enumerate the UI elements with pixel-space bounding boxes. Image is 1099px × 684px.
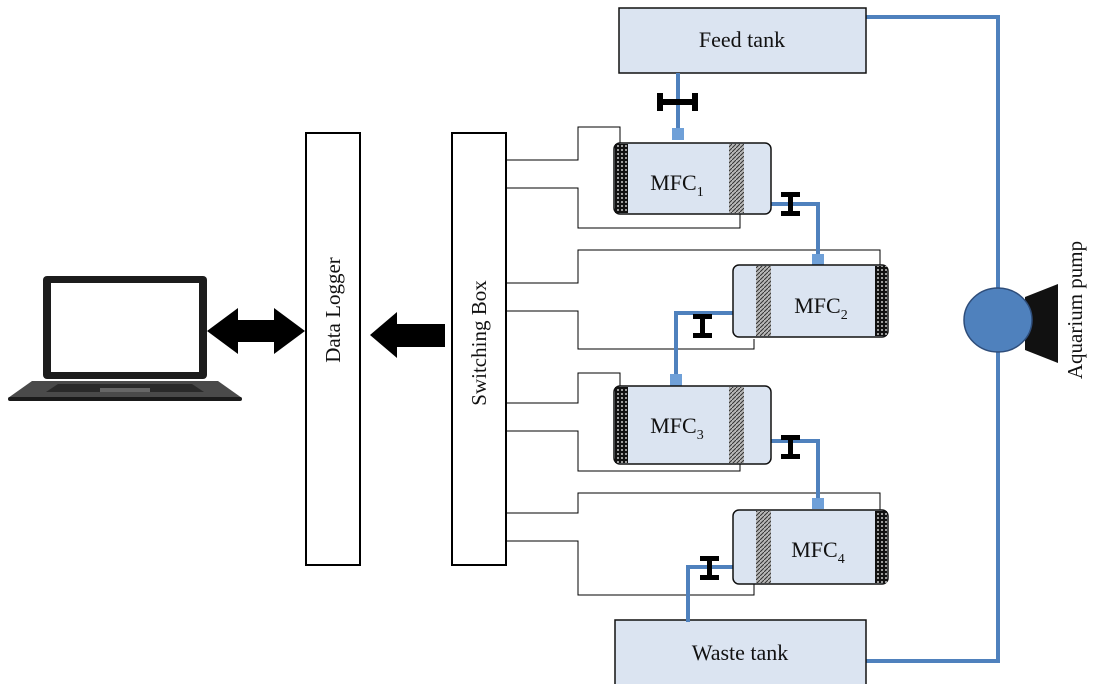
valve-icon (657, 93, 698, 111)
switching-box-block: Switching Box (451, 132, 507, 566)
feed-tank: Feed tank (618, 7, 867, 74)
mfc-subscript: 3 (697, 428, 704, 443)
electrical-wires (506, 126, 881, 596)
mfc-3-label: MFC3 (650, 413, 703, 443)
mfc-2-label: MFC2 (794, 293, 847, 323)
mfc-1: MFC1 (613, 142, 772, 215)
mfc-subscript: 2 (841, 308, 848, 323)
mfc-3: MFC3 (613, 385, 772, 465)
pump-icon (963, 284, 1058, 363)
mfc-prefix: MFC (794, 293, 840, 318)
mfc-1-label: MFC1 (650, 170, 703, 200)
valve-icon (700, 556, 719, 580)
mfc-4: MFC4 (732, 509, 889, 585)
feed-tank-label: Feed tank (699, 27, 785, 52)
mfc-subscript: 4 (838, 552, 845, 567)
mfc-prefix: MFC (650, 413, 696, 438)
pipe-couplings (670, 128, 824, 509)
waste-tank-label: Waste tank (692, 640, 789, 665)
laptop-logger-double-arrow (207, 308, 305, 354)
waste-tank: Waste tank (614, 619, 867, 684)
mfc-prefix: MFC (650, 170, 696, 195)
mfc-4-label: MFC4 (791, 537, 844, 567)
mfc-2: MFC2 (732, 264, 889, 338)
mfc-prefix: MFC (791, 537, 837, 562)
pump-label: Aquarium pump (1063, 241, 1087, 379)
mfc-subscript: 1 (697, 185, 704, 200)
data-logger-label: Data Logger (321, 257, 345, 363)
valve-icon (693, 314, 712, 338)
switching-box-label: Switching Box (467, 280, 491, 406)
valve-icon (781, 435, 800, 459)
switch-to-logger-arrow (370, 312, 445, 358)
data-logger-block: Data Logger (305, 132, 361, 566)
valve-icon (781, 192, 800, 216)
laptop-icon (8, 276, 242, 401)
